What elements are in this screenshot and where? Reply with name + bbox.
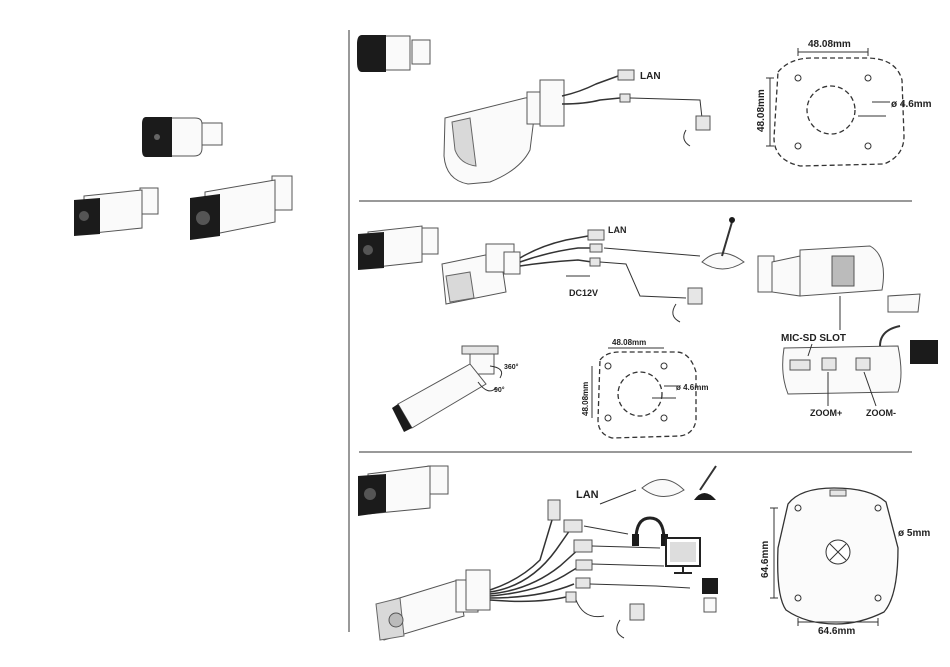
panel2-dim-top: 48.08mm: [612, 338, 646, 347]
panel2-audio-connector: [590, 244, 602, 252]
rotation-360-label: 360°: [504, 363, 519, 371]
panel3-microphone-icon: [642, 466, 716, 500]
panel2-rotation-view: 360° 90°: [392, 346, 519, 432]
lan-connector: [618, 70, 634, 80]
panel1-camera: [444, 80, 564, 184]
panel2-hole-label: ø 4.6mm: [676, 383, 708, 392]
panel3-thumbnail: [358, 466, 448, 516]
panel2-power-adapter-icon: [688, 288, 702, 304]
panel2-lan-connector: [588, 230, 604, 240]
panel3-hole-label: ø 5mm: [898, 528, 930, 539]
zoom-minus-label: ZOOM-: [866, 408, 896, 418]
panel3-lan-label: LAN: [576, 489, 599, 501]
panel3-dc-connector: [566, 592, 576, 602]
panel3-audio-out-connector: [574, 540, 592, 552]
panel1-hole-label: ø 4.6mm: [891, 99, 932, 110]
microphone-icon: [702, 217, 744, 269]
panel1-dim-side: 48.08mm: [756, 89, 767, 132]
dc-connector: [620, 94, 630, 102]
zoom-plus-label: ZOOM+: [810, 408, 842, 418]
panel2-lan-label: LAN: [608, 225, 627, 235]
panel3-alarm-connector: [576, 578, 590, 588]
panel2-dim-side: 48.08mm: [581, 382, 590, 416]
panel3-camera: [376, 570, 490, 640]
headphones-icon: [632, 518, 668, 546]
panel2-camera: [442, 244, 520, 304]
alarm-device-icon: [702, 578, 718, 612]
panel2-interior-detail: MIC-SD SLOT ZOOM+ ZOOM-: [758, 246, 938, 418]
panel2-dc-connector: [590, 258, 600, 266]
panel3-lan-connector: [548, 500, 560, 520]
panel2-mount-template: 48.08mm 48.08mm ø 4.6mm: [581, 338, 708, 438]
product-bullet-small: [74, 188, 158, 236]
power-adapter-icon: [696, 116, 710, 130]
panel3-dim-side: 64.6mm: [760, 541, 771, 578]
panel-1: LAN 48.08mm 48.08mm ø 4.6mm: [357, 35, 932, 184]
panel1-thumbnail: [357, 35, 430, 72]
panel3-audio-in-connector: [564, 520, 582, 532]
panel-2: LAN DC12V MIC-SD SLOT ZOOM+: [358, 217, 938, 438]
panel3-dim-bottom: 64.6mm: [818, 626, 855, 637]
panel2-thumbnail: [358, 226, 438, 270]
product-bullet-large: [190, 176, 292, 240]
panel3-mount-plate: 64.6mm 64.6mm ø 5mm: [760, 488, 930, 637]
panel1-mount-template: 48.08mm 48.08mm ø 4.6mm: [756, 39, 932, 166]
rotation-90-label: 90°: [494, 386, 505, 394]
panel-3: LAN: [358, 466, 930, 640]
panel1-dim-top: 48.08mm: [808, 39, 851, 50]
product-mini-bullet: [142, 117, 222, 157]
panel2-dc-label: DC12V: [569, 288, 598, 298]
mic-sd-slot-label: MIC-SD SLOT: [781, 333, 846, 344]
panel3-video-connector: [576, 560, 592, 570]
panel1-lan-label: LAN: [640, 71, 661, 82]
monitor-icon: [666, 538, 700, 573]
panel3-power-adapter-icon: [630, 604, 644, 620]
